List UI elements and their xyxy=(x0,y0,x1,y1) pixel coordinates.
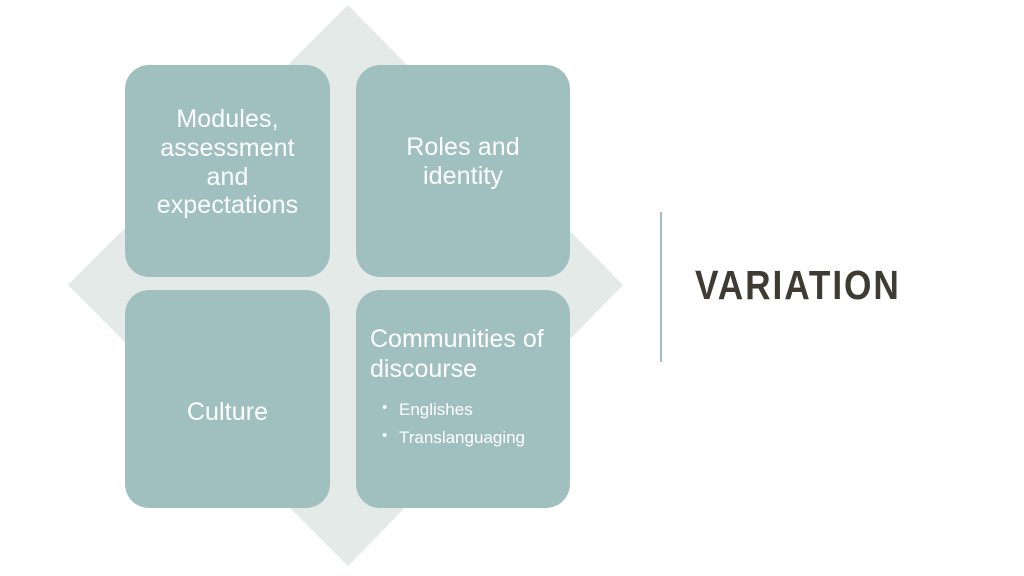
list-item: Englishes xyxy=(382,395,525,424)
matrix-cell-communities-of-discourse[interactable]: Communities of discourse Englishes Trans… xyxy=(356,290,570,508)
matrix-cell-title: Culture xyxy=(186,398,269,426)
four-quadrant-matrix: Modules, assessment and expectations Rol… xyxy=(125,65,570,508)
slide-title-block: VARIATION xyxy=(660,212,934,362)
matrix-cell-title: Communities of discourse xyxy=(370,325,544,383)
title-accent-rule xyxy=(660,212,662,362)
matrix-cell-title: Modules, assessment and expectations xyxy=(156,105,299,220)
page-title: VARIATION xyxy=(695,261,901,308)
matrix-cell-modules-assessment-expectations[interactable]: Modules, assessment and expectations xyxy=(125,65,330,277)
matrix-cell-bullet-list: Englishes Translanguaging xyxy=(370,395,525,452)
matrix-cell-roles-and-identity[interactable]: Roles and identity xyxy=(356,65,570,277)
matrix-cell-culture[interactable]: Culture xyxy=(125,290,330,508)
list-item: Translanguaging xyxy=(382,423,525,452)
matrix-cell-title: Roles and identity xyxy=(406,133,520,190)
